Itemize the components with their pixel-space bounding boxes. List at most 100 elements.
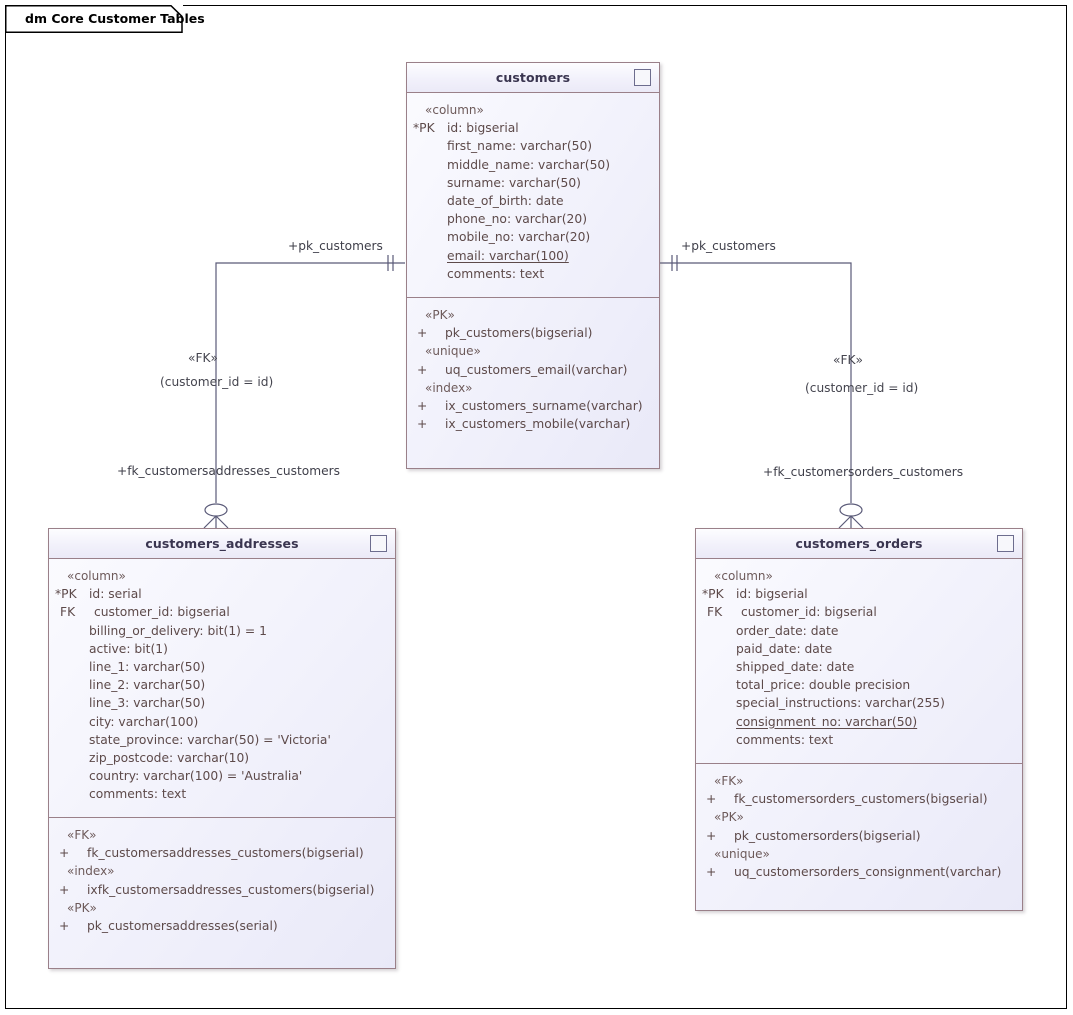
column-row: comments: text	[413, 265, 653, 283]
column-attribute: line_2: varchar(50)	[89, 678, 206, 693]
constraints-compartment: «PK»+pk_customers(bigserial)«unique»+uq_…	[407, 297, 659, 441]
column-row: *PK id: bigserial	[413, 119, 653, 137]
column-attribute: zip_postcode: varchar(10)	[89, 751, 250, 766]
column-key: FK	[707, 605, 723, 620]
column-row: paid_date: date	[702, 640, 1016, 658]
column-attribute: active: bit(1)	[89, 641, 168, 656]
column-attribute: comments: text	[736, 732, 834, 747]
column-row: mobile_no: varchar(20)	[413, 228, 653, 246]
column-row: state_province: varchar(50) = 'Victoria'	[55, 731, 389, 749]
column-attribute: customer_id: bigserial	[94, 605, 230, 620]
diagram-frame	[5, 5, 1067, 1009]
table-title: customers_orders	[795, 536, 923, 551]
column-row: comments: text	[702, 731, 1016, 749]
table-header-customers[interactable]: customers	[407, 63, 659, 93]
uml-table-customers-addresses[interactable]: customers_addresses «column» *PK id: seri…	[48, 528, 396, 969]
column-attribute: city: varchar(100)	[89, 714, 199, 729]
table-header-customers-addresses[interactable]: customers_addresses	[49, 529, 395, 559]
column-attribute: mobile_no: varchar(20)	[447, 230, 591, 245]
constraint-groups: «PK»+pk_customers(bigserial)«unique»+uq_…	[413, 306, 653, 433]
stereotype-column: «column»	[714, 569, 773, 583]
visibility-marker: +	[59, 846, 70, 861]
table-title: customers	[495, 70, 571, 85]
diagram-title-tab[interactable]: dm Core Customer Tables	[5, 5, 205, 33]
column-row: date_of_birth: date	[413, 192, 653, 210]
stereotype-column: «column»	[67, 569, 126, 583]
visibility-marker: +	[59, 882, 70, 897]
constraint-name: pk_customersorders(bigserial)	[734, 828, 921, 843]
column-attribute: consignment_no: varchar(50)	[736, 714, 918, 729]
visibility-marker: +	[417, 417, 428, 432]
column-attribute: middle_name: varchar(50)	[447, 157, 611, 172]
column-row: email: varchar(100)	[413, 247, 653, 265]
column-row: country: varchar(100) = 'Australia'	[55, 767, 389, 785]
table-icon[interactable]	[634, 69, 651, 86]
uml-table-customers[interactable]: customers «column» *PK id: bigserial first…	[406, 62, 660, 469]
constraint-groups: «FK» +fk_customersorders_customers(bigser…	[702, 772, 1016, 881]
column-attribute: line_1: varchar(50)	[89, 660, 206, 675]
constraint-stereotype: «FK»	[67, 828, 97, 842]
column-row: *PK id: serial	[55, 585, 389, 603]
column-attribute: line_3: varchar(50)	[89, 696, 206, 711]
column-row: line_3: varchar(50)	[55, 694, 389, 712]
connector-source-role-left: +pk_customers	[288, 239, 383, 253]
visibility-marker: +	[417, 362, 428, 377]
constraint-row: +ix_customers_surname(varchar)	[413, 397, 653, 415]
column-attribute: id: serial	[89, 587, 142, 602]
constraint-row: +ixfk_customersaddresses_customers(bigse…	[55, 881, 389, 899]
constraint-stereotype: «FK»	[714, 774, 744, 788]
table-icon[interactable]	[997, 535, 1014, 552]
table-header-customers-orders[interactable]: customers_orders	[696, 529, 1022, 559]
column-attribute: state_province: varchar(50) = 'Victoria'	[89, 732, 331, 747]
constraint-name: uq_customersorders_consignment(varchar)	[734, 865, 1002, 880]
column-attribute: id: bigserial	[447, 121, 519, 136]
column-row: line_1: varchar(50)	[55, 658, 389, 676]
column-attribute: order_date: date	[736, 623, 839, 638]
column-row: billing_or_delivery: bit(1) = 1	[55, 622, 389, 640]
columns-compartment: «column» *PK id: bigserial first_name: var…	[407, 93, 659, 297]
constraint-row: +uq_customers_email(varchar)	[413, 361, 653, 379]
column-attribute: total_price: double precision	[736, 678, 911, 693]
column-row: city: varchar(100)	[55, 713, 389, 731]
stereotype-column: «column»	[425, 103, 484, 117]
constraints-compartment: «FK» +fk_customersorders_customers(bigser…	[696, 763, 1022, 889]
column-attribute: email: varchar(100)	[447, 248, 569, 263]
visibility-marker: +	[706, 828, 717, 843]
column-attribute: paid_date: date	[736, 641, 833, 656]
column-row: first_name: varchar(50)	[413, 137, 653, 155]
column-key: *PK	[413, 121, 435, 136]
constraint-stereotype: «PK»	[425, 308, 455, 322]
constraint-name: ix_customers_mobile(varchar)	[445, 417, 631, 432]
column-row: FK customer_id: bigserial	[55, 603, 389, 621]
column-row: total_price: double precision	[702, 676, 1016, 694]
column-row: order_date: date	[702, 622, 1016, 640]
title-tab-shape	[5, 5, 183, 33]
column-attribute: surname: varchar(50)	[447, 175, 581, 190]
constraint-row: +uq_customersorders_consignment(varchar)	[702, 863, 1016, 881]
column-attribute: date_of_birth: date	[447, 194, 564, 209]
column-row: line_2: varchar(50)	[55, 676, 389, 694]
column-row: active: bit(1)	[55, 640, 389, 658]
visibility-marker: +	[417, 399, 428, 414]
constraint-groups: «FK» +fk_customersaddresses_customers(big…	[55, 826, 389, 935]
column-key: FK	[60, 605, 76, 620]
column-attribute: first_name: varchar(50)	[447, 139, 593, 154]
constraint-row: +fk_customersaddresses_customers(bigseri…	[55, 844, 389, 862]
connector-target-role-right: +fk_customersorders_customers	[763, 465, 964, 479]
column-key: *PK	[55, 587, 77, 602]
column-attribute: id: bigserial	[736, 587, 808, 602]
connector-stereotype-left: «FK»	[188, 351, 218, 365]
constraint-stereotype: «PK»	[714, 810, 744, 825]
column-row: middle_name: varchar(50)	[413, 156, 653, 174]
table-icon[interactable]	[370, 535, 387, 552]
constraint-row: +fk_customersorders_customers(bigserial)	[702, 790, 1016, 808]
constraint-name: pk_customers(bigserial)	[445, 326, 593, 341]
column-attribute: billing_or_delivery: bit(1) = 1	[89, 623, 267, 638]
